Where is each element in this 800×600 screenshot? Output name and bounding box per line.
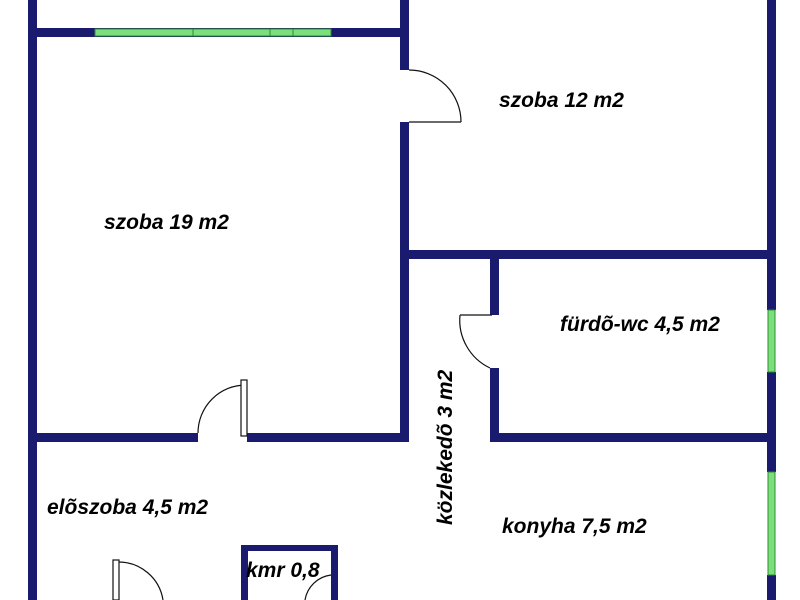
room-labels: szoba 19 m2 szoba 12 m2 fürdõ-wc 4,5 m2 … — [47, 89, 720, 582]
door-room12 — [408, 69, 462, 123]
door-bathroom — [459, 314, 492, 369]
wall-pantry-top — [241, 545, 337, 551]
wall-room19-bottom-left — [28, 433, 198, 442]
label-corridor: közlekedõ 3 m2 — [434, 369, 457, 525]
window-kitchen — [767, 471, 776, 576]
wall-left-outer — [28, 0, 37, 600]
wall-top-left-stub — [28, 0, 37, 34]
windows — [94, 28, 776, 576]
wall-center-vertical-upper — [400, 0, 409, 70]
window-top — [94, 28, 332, 37]
wall-right-outer-upper — [767, 0, 776, 310]
doors — [112, 69, 492, 600]
label-kitchen: konyha 7,5 m2 — [502, 515, 647, 538]
wall-pantry-left — [241, 545, 248, 600]
label-hall: elõszoba 4,5 m2 — [47, 496, 208, 519]
wall-right-outer-mid — [767, 372, 776, 472]
wall-pantry-right — [331, 545, 338, 600]
wall-room19-bottom-right — [247, 433, 409, 442]
label-room-12: szoba 12 m2 — [499, 89, 624, 112]
window-bathroom — [767, 309, 776, 373]
wall-corridor-bath-upper — [490, 255, 499, 315]
wall-center-vertical-mid — [400, 122, 409, 442]
wall-room12-bottom — [400, 250, 776, 259]
wall-right-outer-lower — [767, 575, 776, 600]
wall-corridor-bath-lower — [490, 368, 499, 440]
door-room19 — [197, 379, 248, 437]
door-pantry — [304, 574, 332, 600]
door-entrance — [112, 559, 164, 600]
label-bathroom: fürdõ-wc 4,5 m2 — [560, 313, 720, 336]
label-pantry: kmr 0,8 — [246, 559, 320, 582]
label-room-19: szoba 19 m2 — [104, 211, 229, 234]
wall-bath-bottom — [490, 433, 776, 442]
